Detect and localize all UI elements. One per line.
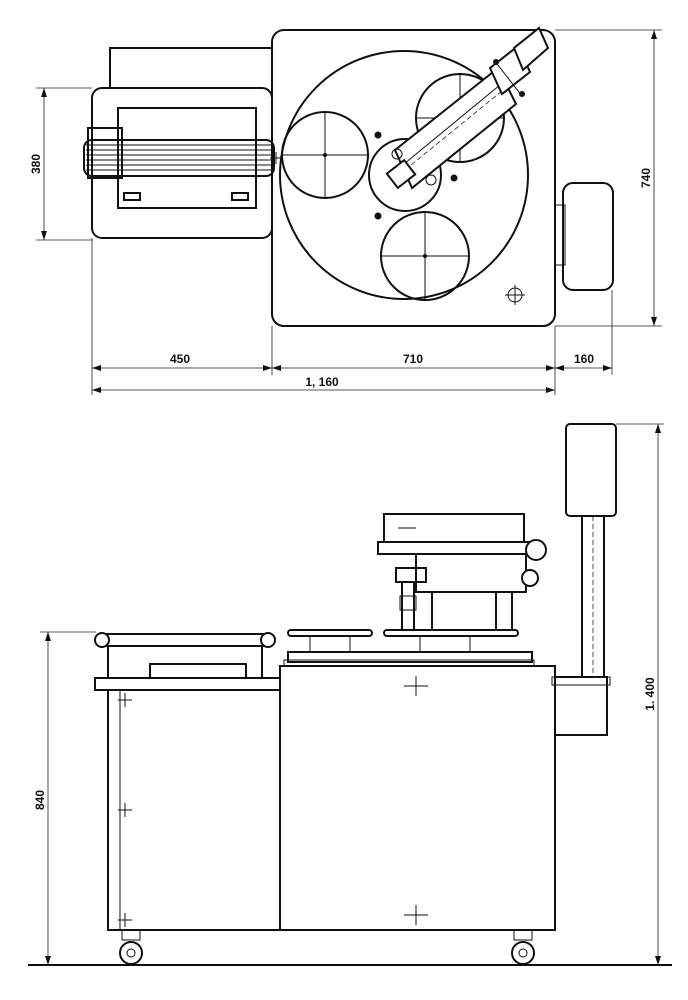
control-column [565, 423, 617, 678]
dim-1160: 1, 160 [305, 375, 339, 389]
dim-160: 160 [574, 352, 594, 366]
conveyor-frame [117, 107, 257, 209]
cabinet-crosshairs [118, 676, 428, 927]
dim-1400: 1. 400 [643, 677, 657, 711]
side-view: 840 1. 400 [28, 423, 672, 966]
left-table-top [94, 677, 281, 691]
conveyor-end-block [87, 127, 123, 179]
rotary-table-side [283, 629, 535, 667]
diagonal-head-arm [385, 26, 550, 190]
caster-right [511, 929, 535, 965]
control-box-top [554, 182, 614, 291]
registration-mark [505, 285, 525, 305]
left-cabinet [107, 689, 281, 931]
head-assembly-side [377, 513, 547, 630]
dim-840: 840 [33, 790, 47, 810]
rotary-table [279, 50, 529, 300]
dimension-lines-top [36, 29, 662, 395]
conveyor-side [94, 632, 276, 679]
conveyor-belt [83, 139, 275, 177]
dim-710: 710 [403, 352, 423, 366]
work-disc-left [281, 111, 369, 199]
dimension-lines-side [40, 423, 664, 965]
dim-380: 380 [29, 154, 43, 174]
conveyor-feet [123, 152, 282, 201]
main-body-plate [271, 29, 556, 327]
top-view: 380 740 450 710 160 1, 160 [29, 26, 662, 395]
dim-740: 740 [639, 168, 653, 188]
rear-housing-outline [109, 47, 272, 88]
main-cabinet [279, 665, 556, 931]
dim-450: 450 [170, 352, 190, 366]
work-disc-lower [380, 211, 470, 301]
side-shelf [554, 676, 608, 736]
caster-left [119, 929, 143, 965]
